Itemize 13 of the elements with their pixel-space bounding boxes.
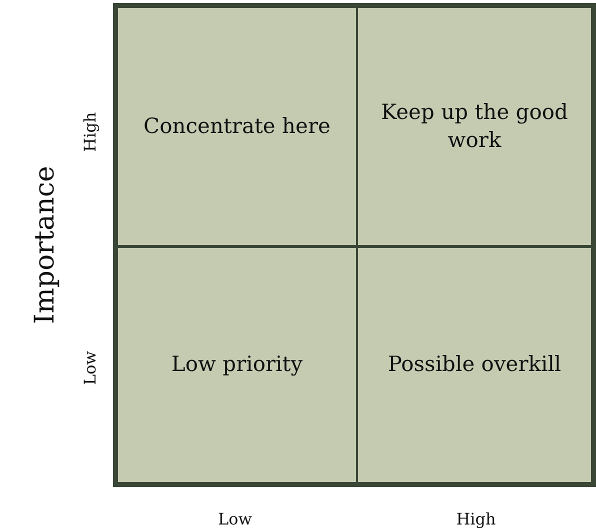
quadrant-cell <box>358 8 591 245</box>
axis-title: Importance <box>30 166 60 324</box>
quadrant-cell <box>118 248 356 482</box>
quadrant-label: Concentrate here <box>144 112 330 140</box>
axis-tick-label: Low <box>80 351 100 385</box>
axis-tick-label: High <box>456 510 496 528</box>
quadrant-label: Possible overkill <box>388 351 562 378</box>
axis-tick-label: High <box>80 112 100 152</box>
axis-tick-label: Low <box>218 510 252 528</box>
quadrant-cell <box>118 8 356 245</box>
quadrant-label: Low priority <box>171 351 303 378</box>
quadrant-cell <box>358 248 591 482</box>
quadrant-label: Keep up the good work <box>380 99 569 154</box>
